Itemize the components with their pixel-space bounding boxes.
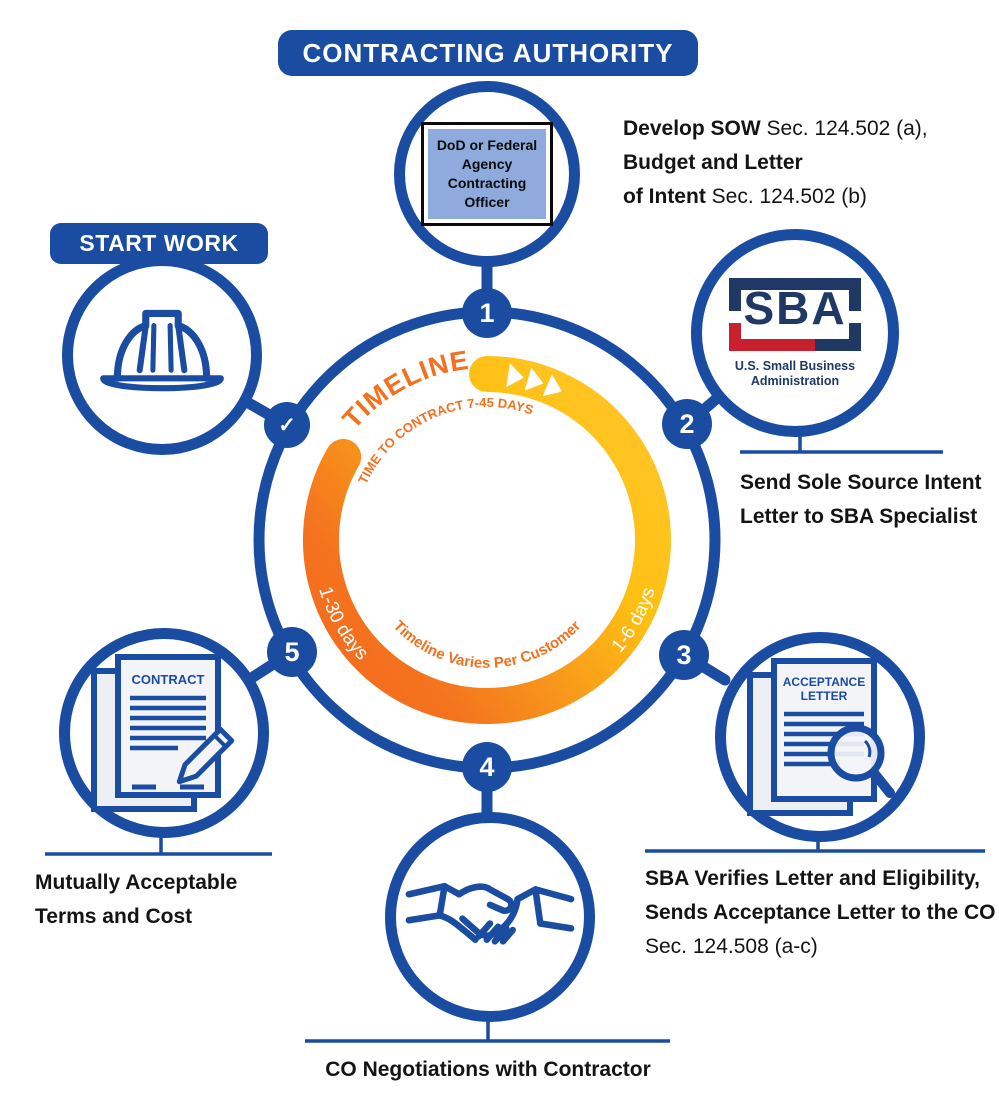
sba-caption: U.S. Small Business Administration	[734, 358, 856, 388]
sba-circle: SBA U.S. Small Business Administration	[691, 229, 899, 437]
step4-text: CO Negotiations with Contractor	[325, 1058, 651, 1081]
start-work-banner: START WORK	[50, 223, 268, 264]
contracting-officer-circle: DoD or Federal Agency Contracting Office…	[394, 81, 580, 267]
start-work-label: START WORK	[79, 230, 239, 256]
node-4: 4	[462, 742, 512, 792]
checkmark-icon: ✓	[278, 413, 296, 437]
timeline-subtitle: TIME TO CONTRACT 7-45 DAYS	[355, 395, 536, 486]
node-1: 1	[462, 288, 512, 338]
timeline-label-bottom: Timeline Varies Per Customer	[390, 617, 584, 672]
timeline-label-right: 1-6 days	[608, 585, 660, 657]
timeline-label-left: 1-30 days	[314, 584, 372, 664]
contract-circle: CONTRACT	[59, 628, 269, 838]
handshake-icon	[405, 882, 575, 945]
step1-text: Develop SOW Sec. 124.502 (a), Budget and…	[623, 117, 928, 208]
contracting-officer-box: DoD or Federal Agency Contracting Office…	[420, 122, 554, 226]
contracting-authority-banner: CONTRACTING AUTHORITY	[278, 30, 698, 76]
process-ring	[253, 306, 721, 774]
acceptance-letter-circle: ACCEPTANCE LETTER	[715, 632, 925, 842]
contract-icon: CONTRACT	[91, 654, 235, 812]
step3-text: SBA Verifies Letter and Eligibility, Sen…	[645, 867, 996, 958]
hard-hat-icon	[100, 309, 224, 392]
start-work-circle	[62, 255, 262, 455]
sba-bracket-top	[729, 277, 861, 311]
svg-text:ACCEPTANCE: ACCEPTANCE	[783, 675, 865, 689]
sba-bracket-bottom	[729, 322, 861, 351]
negotiation-circle	[385, 812, 595, 1022]
timeline-title: TIMELINE	[337, 345, 471, 434]
node-3: 3	[659, 630, 709, 680]
svg-text:CONTRACT: CONTRACT	[132, 672, 205, 687]
sba-logo: SBA U.S. Small Business Administration	[729, 277, 861, 389]
step2-text: Send Sole Source Intent Letter to SBA Sp…	[740, 471, 982, 528]
timeline-arc	[302, 356, 671, 724]
spoke-lines	[239, 260, 731, 820]
sba-acronym: SBA	[743, 281, 847, 334]
acceptance-letter-icon: ACCEPTANCE LETTER	[747, 658, 895, 816]
svg-text:LETTER: LETTER	[801, 689, 848, 703]
step5-text: Mutually Acceptable Terms and Cost	[35, 871, 238, 928]
check-node: ✓	[264, 402, 310, 448]
node-5: 5	[267, 627, 317, 677]
play-arrows-icon	[506, 363, 562, 397]
contracting-authority-label: CONTRACTING AUTHORITY	[302, 37, 674, 68]
node-2: 2	[662, 399, 712, 449]
